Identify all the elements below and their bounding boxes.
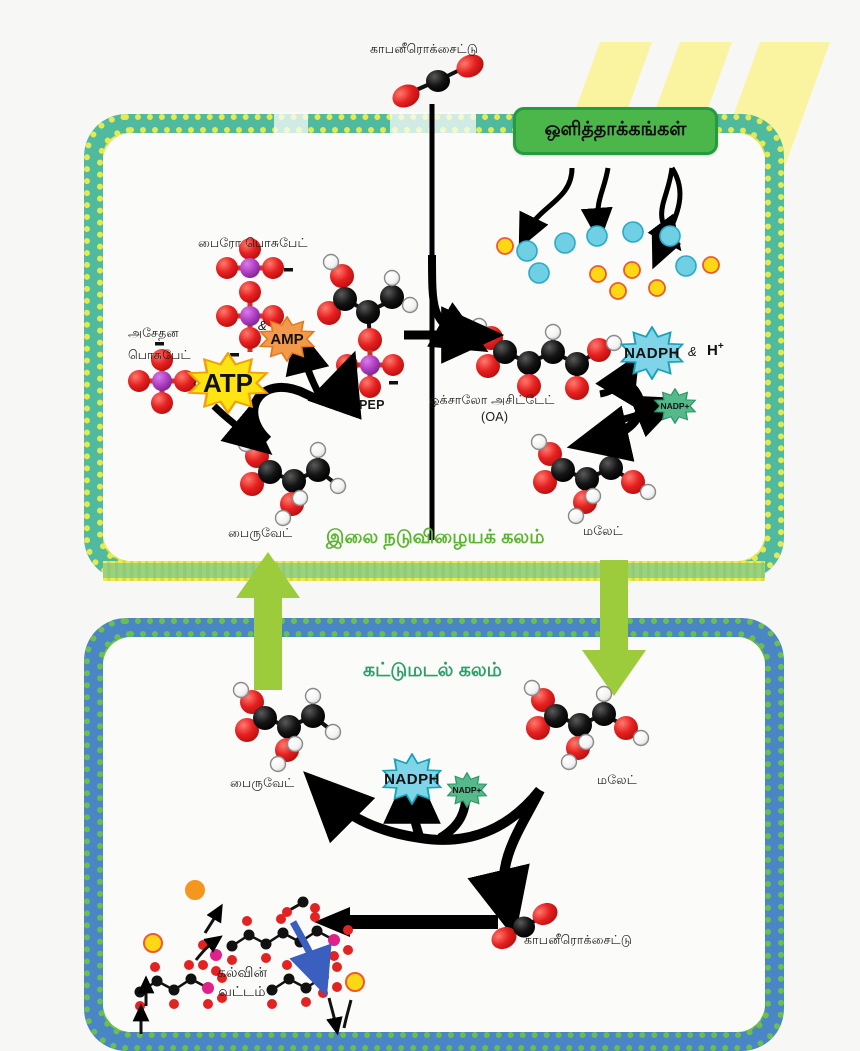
nadph-label-mesophyll: NADPH: [624, 344, 680, 362]
mesophyll-bottom-tails: [103, 563, 765, 578]
atp-starburst: ATP: [186, 352, 270, 414]
malate-label-mesophyll: மலேட்: [583, 524, 623, 538]
co2-molecule-top: [392, 54, 484, 108]
inorganic-phosphate-label-line2: பொசுபேட்: [128, 348, 191, 362]
bundle-sheath-cell-label: கட்டுமடல் கலம்: [363, 660, 502, 681]
pyrophosphate-label: பைரோ பொசுபேட்: [198, 236, 308, 250]
nadph-starburst-mesophyll: NADPH: [619, 326, 685, 380]
membrane-gap-b: [390, 112, 476, 134]
co2-label-top: காபனீரொக்சைட்டு: [370, 42, 479, 56]
mesophyll-cell-label: இலை நடுவிழையக் கலம்: [326, 527, 545, 548]
nadp-plus-starburst-mesophyll: NADP+: [653, 388, 697, 424]
pyruvate-label-mesophyll: பைருவேட்: [228, 526, 293, 540]
pep-label: PEP: [359, 398, 385, 412]
h-plus-label: H+: [707, 341, 724, 359]
co2-label-bottom: காபனீரொக்சைட்டு: [524, 933, 633, 947]
membrane-gap-a: [274, 112, 308, 134]
ampersand-nadph: &: [688, 344, 697, 359]
light-reactions-box[interactable]: ஒளித்தாக்கங்கள்: [513, 107, 718, 155]
nadp-plus-label-mesophyll: NADP+: [660, 400, 690, 411]
calvin-cycle-label-line1: கல்வின்: [216, 964, 268, 980]
amp-label: AMP: [270, 330, 304, 348]
inorganic-phosphate-label-line1: அசேதன: [128, 326, 179, 340]
oxaloacetate-label-line2: (OA): [481, 410, 509, 424]
calvin-cycle-label: கல்வின் வட்டம்: [196, 963, 288, 1001]
nadph-starburst-bundle: NADPH: [381, 753, 443, 805]
atp-label: ATP: [202, 368, 254, 398]
malate-label-bundle: மலேட்: [597, 773, 637, 787]
nadph-label-bundle: NADPH: [384, 770, 440, 788]
ampersand-amp: &: [258, 318, 267, 333]
pyruvate-label-bundle: பைருவேட்: [230, 776, 295, 790]
nadp-plus-starburst-bundle: NADP+: [446, 772, 488, 808]
light-reactions-label: ஒளித்தாக்கங்கள்: [544, 119, 687, 140]
amp-starburst: AMP: [258, 316, 316, 362]
oxaloacetate-label-line1: ஒக்சாலோ அசிட்டேட்: [429, 393, 555, 407]
nadp-plus-label-bundle: NADP+: [452, 784, 482, 795]
calvin-cycle-label-line2: வட்டம்: [218, 982, 266, 999]
